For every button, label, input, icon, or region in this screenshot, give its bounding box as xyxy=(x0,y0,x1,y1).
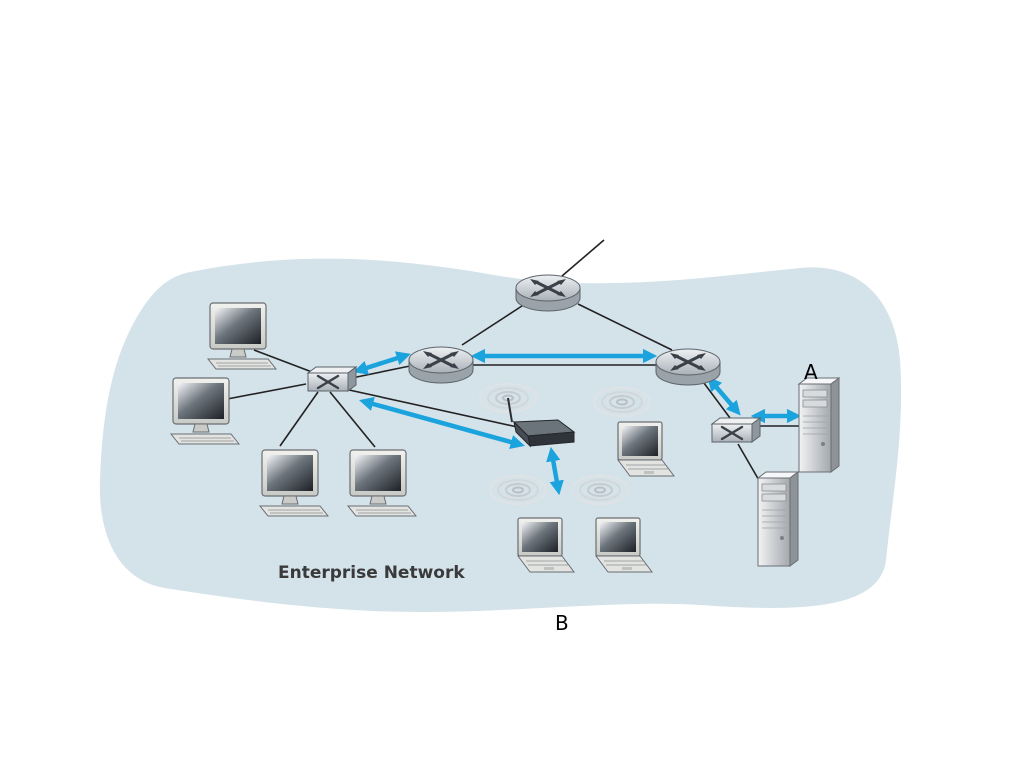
desktop-computer-icon xyxy=(207,302,277,370)
link-switch-right-server-2 xyxy=(737,443,761,483)
arrow-switch-left-router-left xyxy=(353,351,411,375)
uplink xyxy=(561,239,605,277)
link-switch-left-desktop-3 xyxy=(279,391,319,447)
desktop-computer-icon xyxy=(170,377,240,445)
arrow-switch-left-access-point xyxy=(359,396,525,450)
router-icon xyxy=(654,347,722,387)
network-label: Enterprise Network xyxy=(278,563,465,583)
label-a: A xyxy=(804,360,818,384)
label-b: B xyxy=(555,611,569,635)
link-router-top-router-right xyxy=(577,303,673,351)
switch-icon xyxy=(306,365,358,393)
server-icon xyxy=(798,377,840,473)
traffic-arrows xyxy=(353,348,802,496)
link-router-top-router-left xyxy=(461,303,526,346)
router-icon xyxy=(407,345,475,385)
arrow-access-point-laptops xyxy=(546,446,564,496)
arrow-router-right-switch-right xyxy=(707,376,741,416)
wireless-access-point-icon xyxy=(507,397,576,448)
link-switch-left-desktop-2 xyxy=(221,383,307,401)
desktop-computer-icon xyxy=(347,449,417,517)
server-icon xyxy=(757,471,799,567)
router-icon xyxy=(514,273,582,313)
desktop-computer-icon xyxy=(259,449,329,517)
link-switch-left-desktop-1 xyxy=(253,349,313,373)
switch-icon xyxy=(710,416,762,444)
